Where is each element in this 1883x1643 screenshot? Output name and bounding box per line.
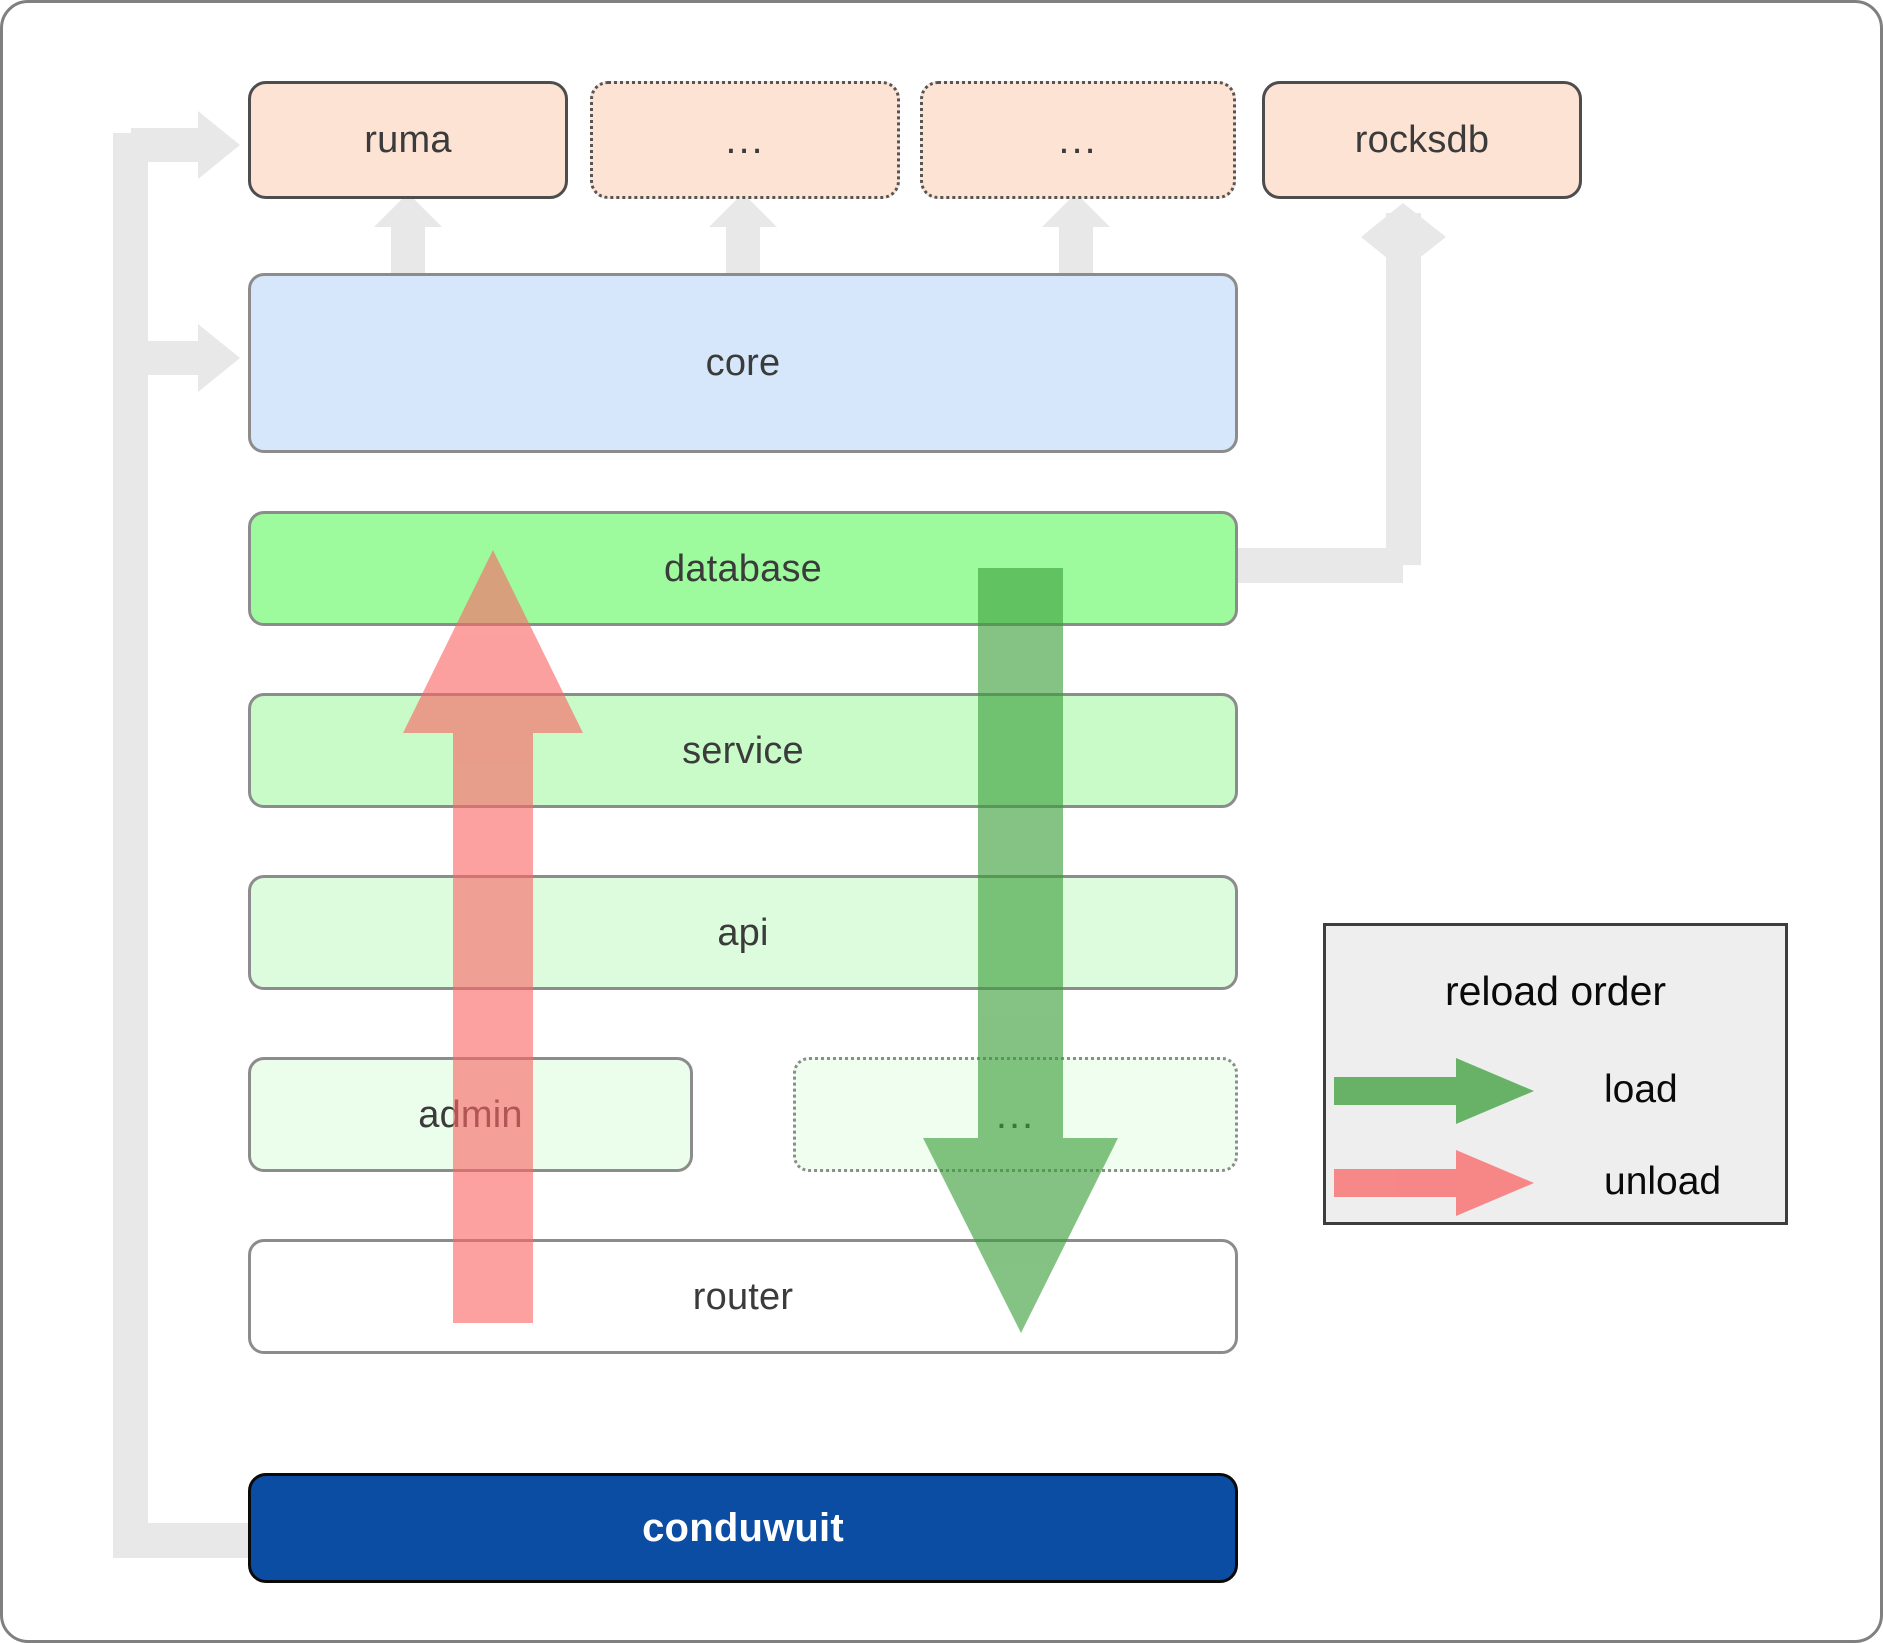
connector-core-to-dots1 bbox=[709, 193, 777, 273]
legend-title: reload order bbox=[1444, 968, 1667, 1014]
root-label-conduwuit: conduwuit bbox=[642, 1506, 844, 1550]
layer-label-service: service bbox=[682, 729, 804, 772]
layer-label-ellipsis: ... bbox=[995, 1092, 1036, 1137]
layer-box-router[interactable]: router bbox=[248, 1239, 1238, 1354]
dep-box-ruma[interactable]: ruma bbox=[248, 81, 568, 199]
legend-panel: reload order load unload bbox=[1323, 923, 1788, 1225]
connector-core-to-dots2 bbox=[1042, 193, 1110, 273]
dep-label-ruma: ruma bbox=[364, 119, 452, 161]
connector-right-channel bbox=[1386, 248, 1421, 565]
connector-arrowhead-rocksdb bbox=[1361, 203, 1446, 271]
layer-box-service[interactable]: service bbox=[248, 693, 1238, 808]
connector-root-stub bbox=[113, 1523, 248, 1558]
connector-rocksdb-joint bbox=[1386, 213, 1421, 243]
layer-box-admin[interactable]: admin bbox=[248, 1057, 693, 1172]
layer-box-api[interactable]: api bbox=[248, 875, 1238, 990]
layer-label-database: database bbox=[664, 547, 822, 590]
legend-label-load: load bbox=[1604, 1068, 1678, 1111]
connector-to-ruma bbox=[131, 111, 240, 179]
layer-box-core[interactable]: core bbox=[248, 273, 1238, 453]
legend-label-unload: unload bbox=[1604, 1160, 1722, 1203]
dep-label-rocksdb: rocksdb bbox=[1354, 119, 1490, 161]
connector-arrows bbox=[113, 111, 1446, 1558]
legend-unload-arrow-icon bbox=[1334, 1150, 1534, 1216]
layer-label-admin: admin bbox=[418, 1093, 523, 1136]
flow-arrows bbox=[403, 550, 1118, 1333]
dep-box-ellipsis-2[interactable]: ... bbox=[920, 81, 1236, 199]
connector-to-core bbox=[131, 324, 240, 392]
layer-label-router: router bbox=[692, 1275, 794, 1318]
root-box-conduwuit[interactable]: conduwuit bbox=[248, 1473, 1238, 1583]
legend-row-unload: unload bbox=[1326, 1146, 1785, 1218]
dep-label-ellipsis-2: ... bbox=[1058, 118, 1098, 162]
dep-box-ellipsis-1[interactable]: ... bbox=[590, 81, 900, 199]
connector-core-to-ruma bbox=[374, 193, 442, 273]
legend-load-arrow-icon bbox=[1334, 1058, 1534, 1124]
layer-label-api: api bbox=[717, 911, 769, 954]
layer-box-database[interactable]: database bbox=[248, 511, 1238, 626]
dep-label-ellipsis-1: ... bbox=[725, 118, 765, 162]
connector-db-right-stub bbox=[1235, 548, 1403, 583]
layer-box-ellipsis[interactable]: ... bbox=[793, 1057, 1238, 1172]
legend-row-load: load bbox=[1326, 1054, 1785, 1126]
layer-label-core: core bbox=[705, 342, 781, 384]
connector-trunk bbox=[113, 133, 148, 1523]
dep-box-rocksdb[interactable]: rocksdb bbox=[1262, 81, 1582, 199]
